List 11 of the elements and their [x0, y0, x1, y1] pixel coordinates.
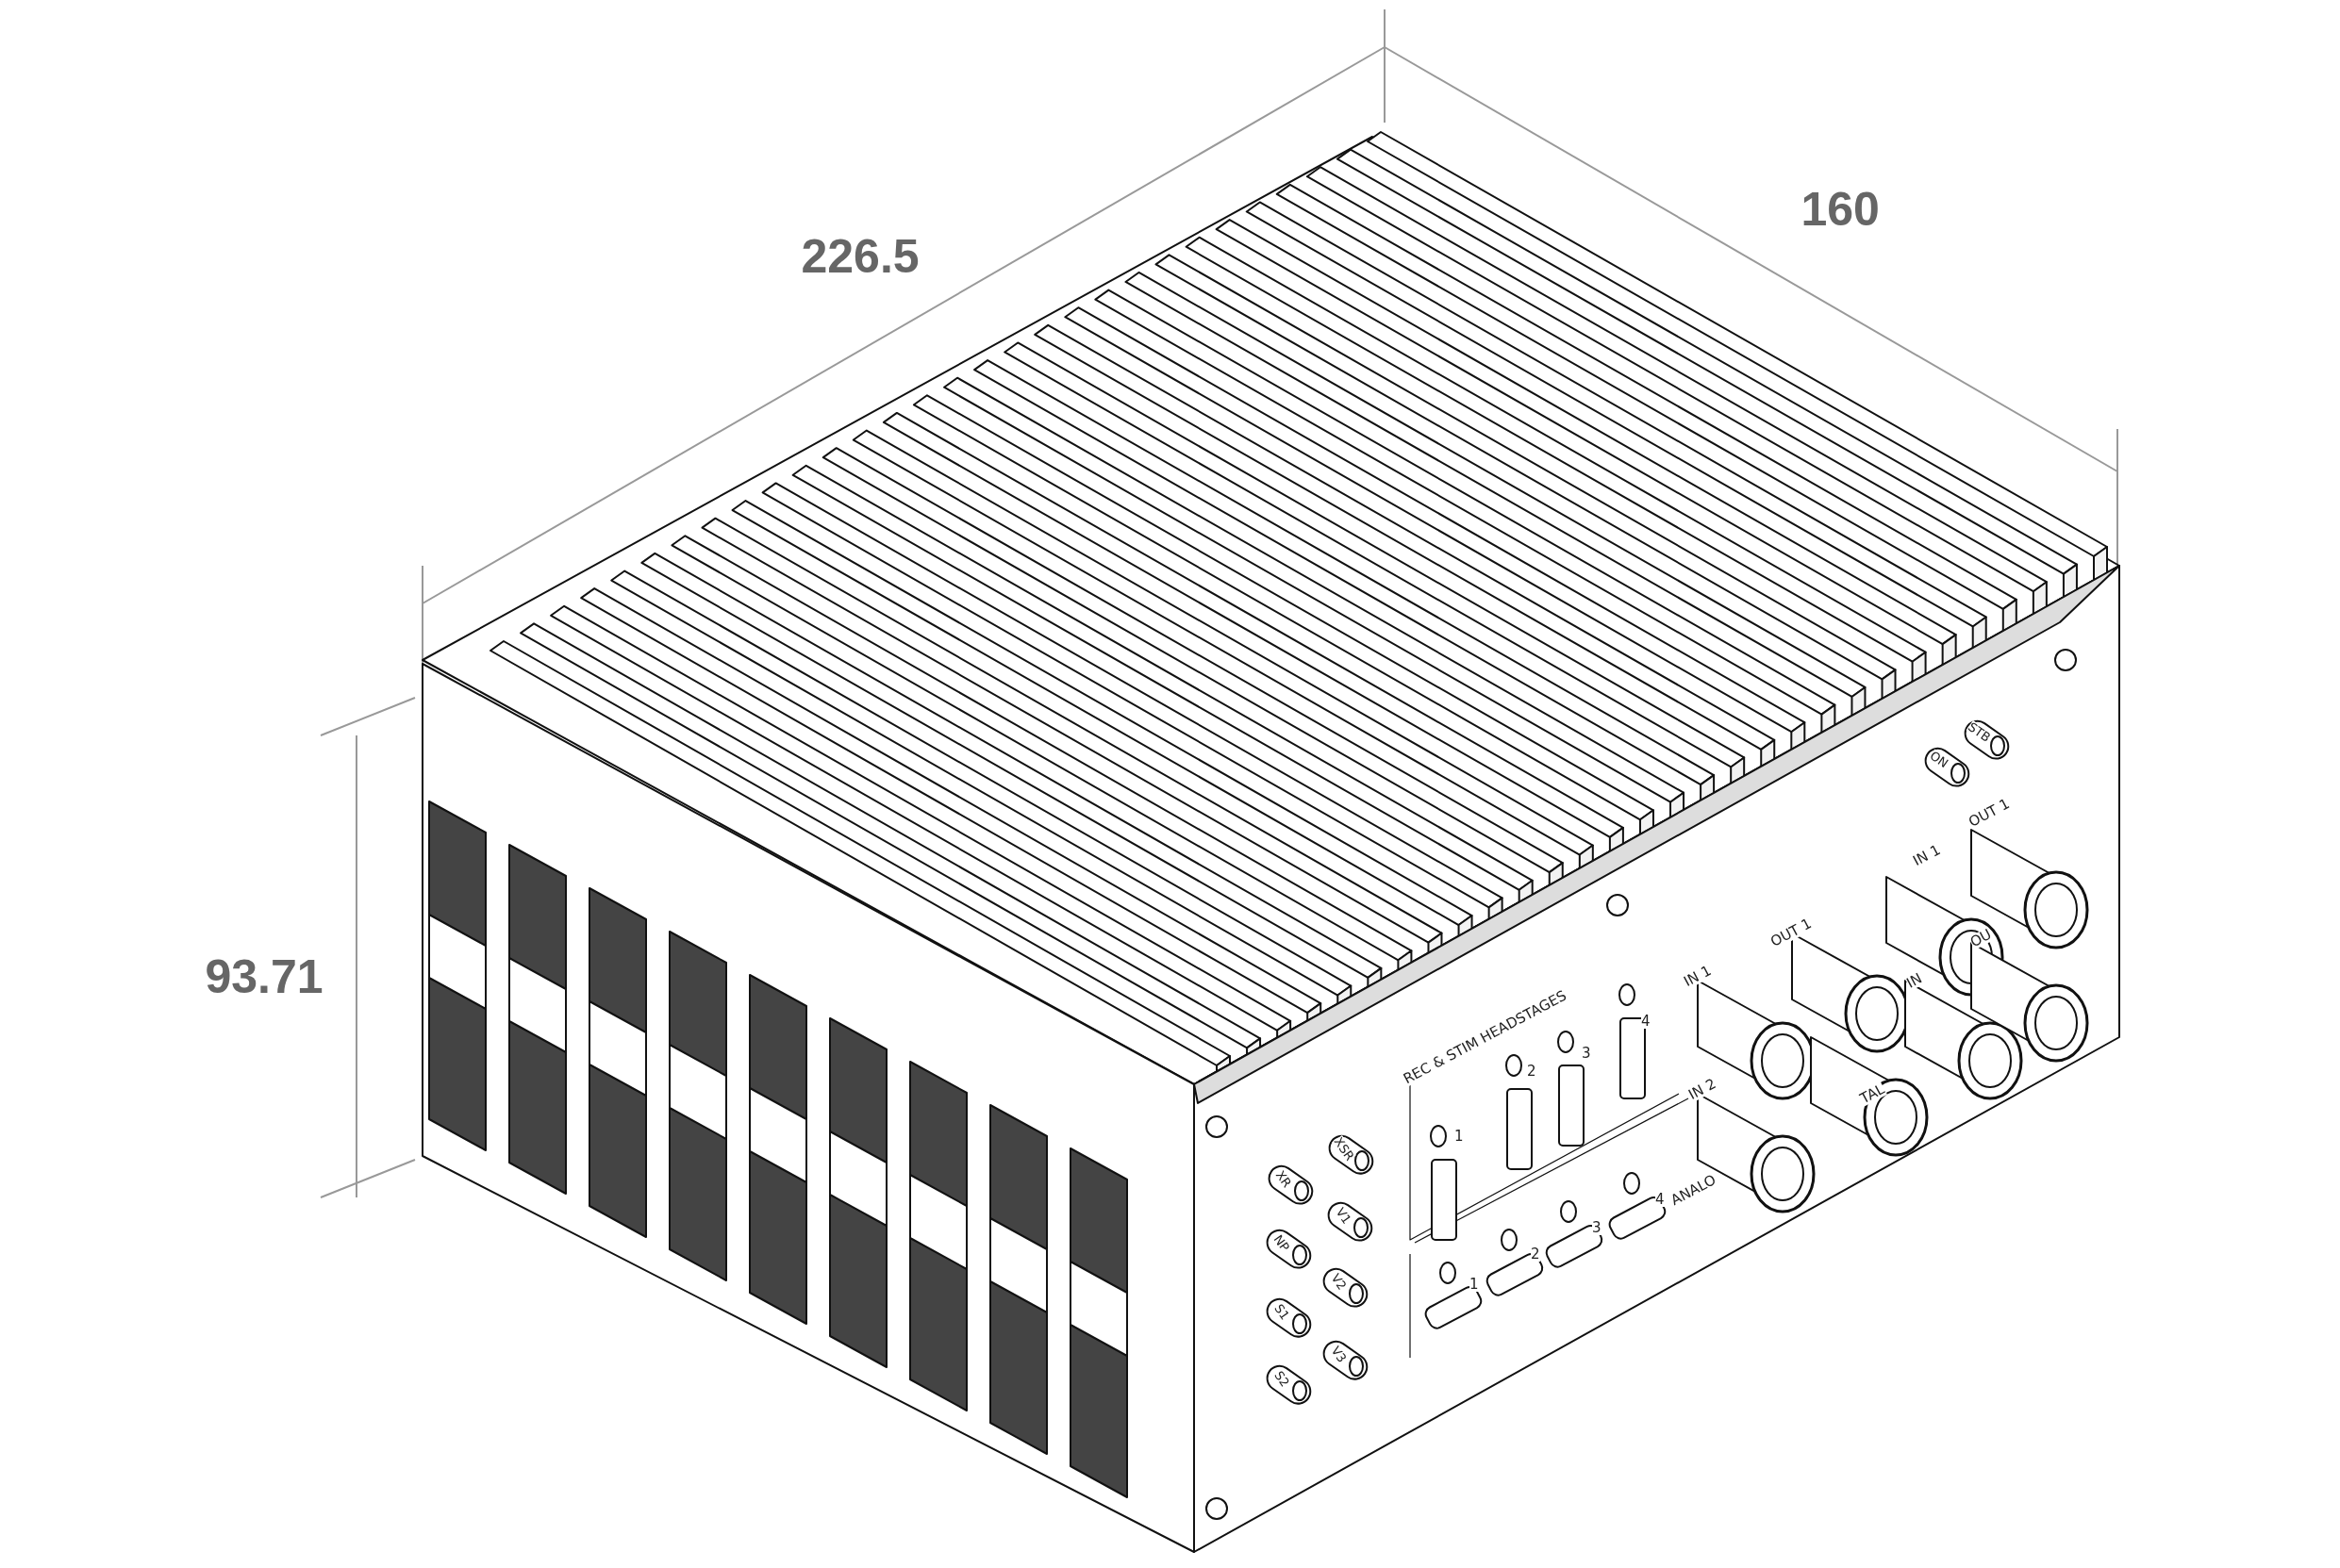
port-number: 4 — [1641, 1014, 1651, 1029]
port-number: 1 — [1469, 1277, 1479, 1292]
port-number: 1 — [1454, 1129, 1464, 1144]
port-number: 2 — [1531, 1246, 1540, 1262]
port-number: 3 — [1582, 1046, 1591, 1061]
port-number: 3 — [1592, 1220, 1601, 1235]
dimension-label: 226.5 — [801, 233, 920, 280]
port-number: 4 — [1655, 1192, 1665, 1207]
dimension-label: 93.71 — [205, 953, 324, 1000]
port-number: 2 — [1527, 1064, 1536, 1079]
dimension-label: 160 — [1801, 186, 1880, 233]
